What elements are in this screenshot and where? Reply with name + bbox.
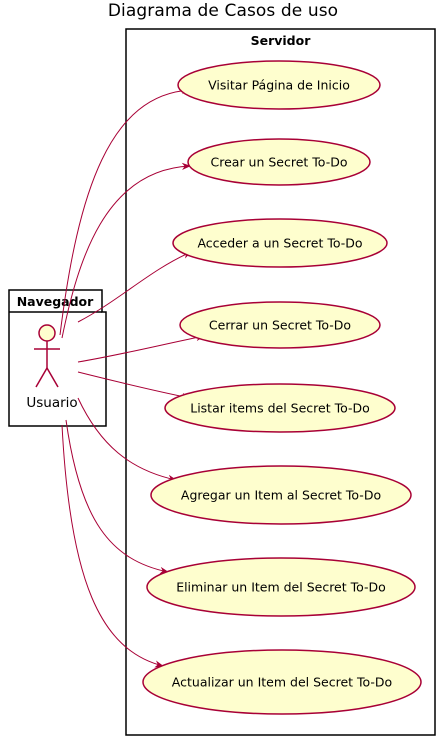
use-case-3[interactable]: Acceder a un Secret To-Do [172, 218, 388, 268]
use-case-8-shape [142, 649, 422, 715]
use-case-8[interactable]: Actualizar un Item del Secret To-Do [142, 649, 422, 715]
use-case-5[interactable]: Listar items del Secret To-Do [164, 383, 396, 433]
use-case-7-shape [146, 557, 416, 617]
server-package: Servidor [125, 28, 436, 736]
use-case-3-label: Acceder a un Secret To-Do [197, 236, 362, 251]
use-case-6-label: Agregar un Item al Secret To-Do [181, 488, 381, 503]
use-case-4-label: Cerrar un Secret To-Do [209, 318, 351, 333]
association-cerrar [77, 334, 205, 363]
use-case-7-label: Eliminar un Item del Secret To-Do [176, 580, 386, 595]
use-case-6-shape [150, 465, 412, 525]
association-crear [61, 162, 191, 339]
use-case-8-label: Actualizar un Item del Secret To-Do [172, 675, 392, 690]
use-case-4-shape [179, 301, 381, 349]
use-case-4[interactable]: Cerrar un Secret To-Do [179, 301, 381, 349]
client-package-label: Navegador [17, 294, 94, 309]
use-case-2-label: Crear un Secret To-Do [211, 155, 348, 170]
association-agregar [77, 397, 177, 482]
actor-left-leg [35, 367, 48, 388]
diagram-title: Diagrama de Casos de uso [107, 1, 339, 21]
use-case-6[interactable]: Agregar un Item al Secret To-Do [150, 465, 412, 525]
association-actualizar [61, 424, 164, 668]
client-package: Navegador [8, 289, 107, 427]
use-case-7[interactable]: Eliminar un Item del Secret To-Do [146, 557, 416, 617]
use-case-2[interactable]: Crear un Secret To-Do [187, 138, 371, 186]
use-case-1-shape [177, 60, 381, 110]
actor-usuario: Usuario [26, 324, 78, 411]
server-package-label: Servidor [251, 33, 312, 48]
actor-head [38, 324, 56, 342]
use-case-5-shape [164, 383, 396, 433]
client-package-frame [8, 289, 107, 427]
associations [59, 86, 205, 668]
use-case-1-label: Visitar Página de Inicio [208, 78, 350, 93]
association-acceder [77, 251, 192, 323]
use-case-5-label: Listar items del Secret To-Do [190, 401, 370, 416]
association-visitar [59, 86, 191, 336]
use-case-1[interactable]: Visitar Página de Inicio [177, 60, 381, 110]
use-case-2-shape [187, 138, 371, 186]
association-listar [77, 371, 191, 400]
actor-label: Usuario [26, 395, 77, 411]
actor-right-leg [46, 367, 59, 388]
server-package-frame [125, 28, 436, 736]
association-eliminar [65, 419, 169, 574]
use-case-3-shape [172, 218, 388, 268]
